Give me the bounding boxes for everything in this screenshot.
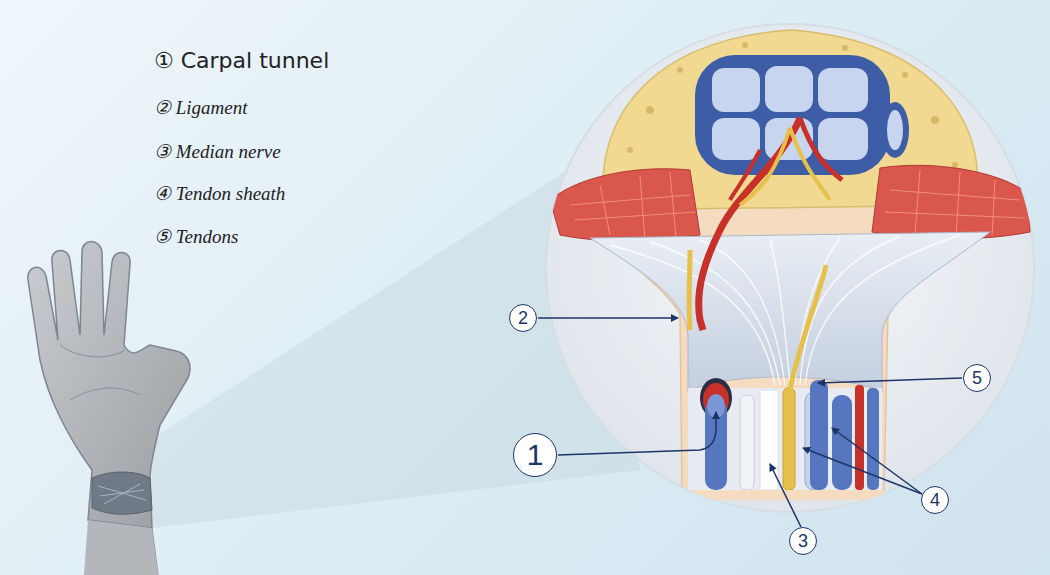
leader-lines	[538, 318, 962, 527]
legend-heading: ① Carpal tunnel	[154, 48, 329, 73]
legend-item: ⑤ Tendons	[154, 225, 238, 248]
callout-circle: 5	[963, 364, 991, 392]
legend-item: ③ Median nerve	[154, 140, 281, 163]
legend-item: ④ Tendon sheath	[154, 182, 285, 205]
callout-circle: 1	[513, 433, 557, 477]
hand	[28, 242, 190, 575]
callout-number: 4	[930, 491, 940, 509]
callout-number: 2	[518, 309, 528, 327]
legend-item: ② Ligament	[154, 96, 248, 119]
callout-number: 5	[972, 369, 982, 387]
callout-circle: 3	[789, 527, 817, 555]
callout-number: 1	[527, 440, 544, 470]
callout-number: 3	[798, 532, 808, 550]
callout-circle: 2	[509, 304, 537, 332]
callout-circle: 4	[921, 486, 949, 514]
